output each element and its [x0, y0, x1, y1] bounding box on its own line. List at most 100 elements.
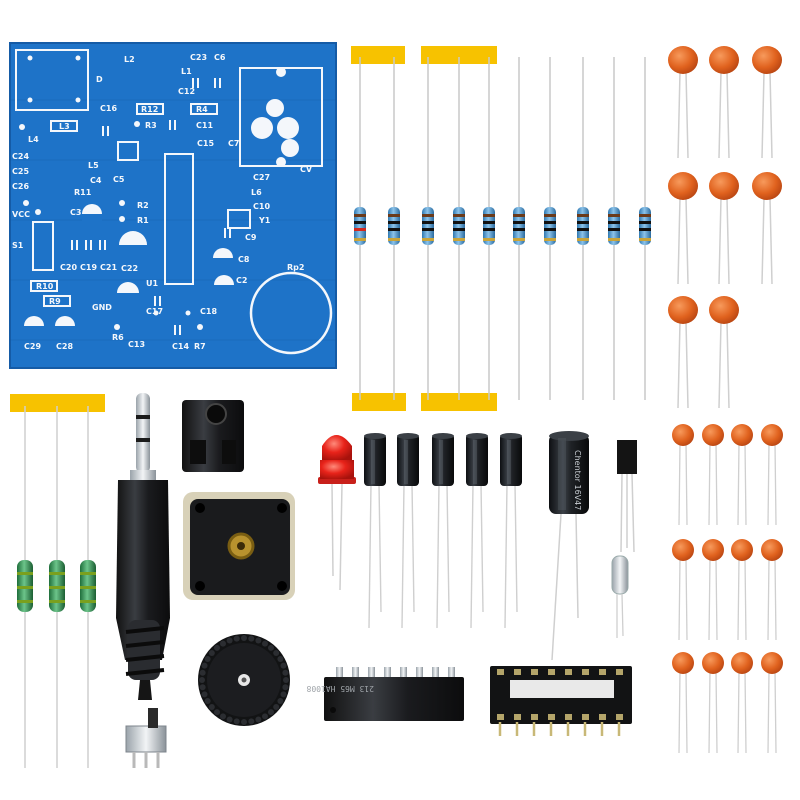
resistor	[608, 207, 620, 245]
pcb-label: L3	[59, 122, 70, 131]
electrolytic-capacitor	[364, 433, 386, 629]
pcb-label: C12	[178, 87, 195, 96]
ceramic-capacitor	[668, 296, 698, 409]
pcb-label: R3	[145, 121, 157, 130]
pcb-label: R6	[112, 333, 124, 342]
pcb-label: C6	[214, 53, 226, 62]
pcb-label: L1	[181, 67, 192, 76]
ceramic-capacitor	[668, 172, 698, 285]
pcb-label: L2	[124, 55, 135, 64]
ceramic-capacitor	[672, 424, 694, 526]
transistor	[617, 440, 637, 553]
pcb-label: C17	[146, 307, 163, 316]
inductors	[10, 394, 105, 768]
pcb-label: D	[96, 75, 103, 84]
pcb-label: S1	[12, 241, 24, 250]
ceramic-capacitor	[709, 46, 739, 159]
ceramic-capacitor	[672, 652, 694, 754]
pcb-label: C29	[24, 342, 41, 351]
pcb-label: C8	[238, 255, 250, 264]
pcb-label: C22	[121, 264, 138, 273]
resistor	[513, 207, 525, 245]
potentiometer-knob	[198, 634, 290, 726]
pcb-label: L6	[251, 188, 262, 197]
inductor	[17, 406, 33, 768]
electrolytic-capacitor	[466, 433, 488, 629]
pcb-label: R2	[137, 201, 149, 210]
electrolytic-capacitor	[397, 433, 419, 629]
pcb-label: GND	[92, 303, 112, 312]
pcb-label: U1	[146, 279, 158, 288]
pcb-label: R10	[36, 282, 54, 291]
pcb-label: C20	[60, 263, 77, 272]
ceramic-capacitor	[709, 172, 739, 285]
red-led	[318, 435, 356, 591]
pcb-label: R9	[49, 297, 61, 306]
resistor-tape-strip	[351, 46, 651, 411]
pcb-label: C7	[228, 139, 239, 148]
pcb-label: R7	[194, 342, 206, 351]
large-electrolytic-capacitor: Chentor 16V47	[549, 431, 589, 661]
pcb-label: C23	[190, 53, 207, 62]
variable-capacitor	[183, 492, 295, 600]
pcb-label: R4	[196, 105, 208, 114]
slide-switch	[125, 708, 167, 768]
pcb-label: C13	[128, 340, 145, 349]
ceramic-capacitor	[702, 539, 724, 641]
ceramic-capacitors-small	[672, 424, 783, 754]
inductor	[80, 406, 96, 768]
pcb-label: CV	[300, 165, 313, 174]
pcb-label: C16	[100, 104, 117, 113]
pcb-label: C21	[100, 263, 117, 272]
crystal-oscillator	[611, 555, 629, 638]
pcb-label: C26	[12, 182, 29, 191]
resistor	[453, 207, 465, 245]
pcb-label: C5	[113, 175, 125, 184]
ceramic-capacitors-large	[668, 46, 782, 409]
resistor	[544, 207, 556, 245]
pcb-label: R1	[137, 216, 149, 225]
pcb-label: C9	[245, 233, 257, 242]
resistor	[354, 207, 366, 245]
ic-chip: 213 M65 HA1008	[306, 667, 464, 721]
ceramic-capacitor	[761, 424, 783, 526]
ceramic-capacitor	[752, 172, 782, 285]
pcb-label: C10	[253, 202, 270, 211]
ceramic-capacitor	[761, 539, 783, 641]
pcb-label: R12	[141, 105, 158, 114]
ceramic-capacitor	[668, 46, 698, 159]
pcb-label: C28	[56, 342, 73, 351]
resistor	[388, 207, 400, 245]
audio-jack-plug	[116, 393, 170, 700]
capacitor-marking: Chentor 16V47	[573, 450, 582, 510]
electrolytic-capacitor	[432, 433, 454, 629]
ceramic-capacitor	[702, 424, 724, 526]
inductor	[49, 406, 65, 768]
pcb-label: C4	[90, 176, 102, 185]
pcb-label: L4	[28, 135, 39, 144]
pcb-label: R11	[74, 188, 92, 197]
pcb-label: C3	[70, 208, 81, 217]
pcb-label: VCC	[12, 210, 30, 219]
ic-socket	[490, 666, 632, 736]
pcb-label: C14	[172, 342, 189, 351]
electrolytic-capacitors	[364, 433, 522, 629]
pcb-label: C18	[200, 307, 217, 316]
resistor	[422, 207, 434, 245]
pcb-label: C15	[197, 139, 214, 148]
pcb-label: C19	[80, 263, 97, 272]
ceramic-capacitor	[731, 652, 753, 754]
ceramic-capacitor	[702, 652, 724, 754]
pcb-label: C11	[196, 121, 213, 130]
resistor	[639, 207, 651, 245]
pcb-label: Rp2	[287, 263, 304, 272]
resistor	[577, 207, 589, 245]
ceramic-capacitor	[731, 424, 753, 526]
audio-socket	[182, 400, 244, 472]
ceramic-capacitor	[709, 296, 739, 409]
ic-marking: 213 M65 HA1008	[306, 684, 374, 693]
pcb-board: L2 C23 C6 L1 C12 D C16 R12 R4 R3 C11 C15…	[9, 42, 337, 369]
ceramic-capacitor	[752, 46, 782, 159]
pcb-label: C24	[12, 152, 29, 161]
